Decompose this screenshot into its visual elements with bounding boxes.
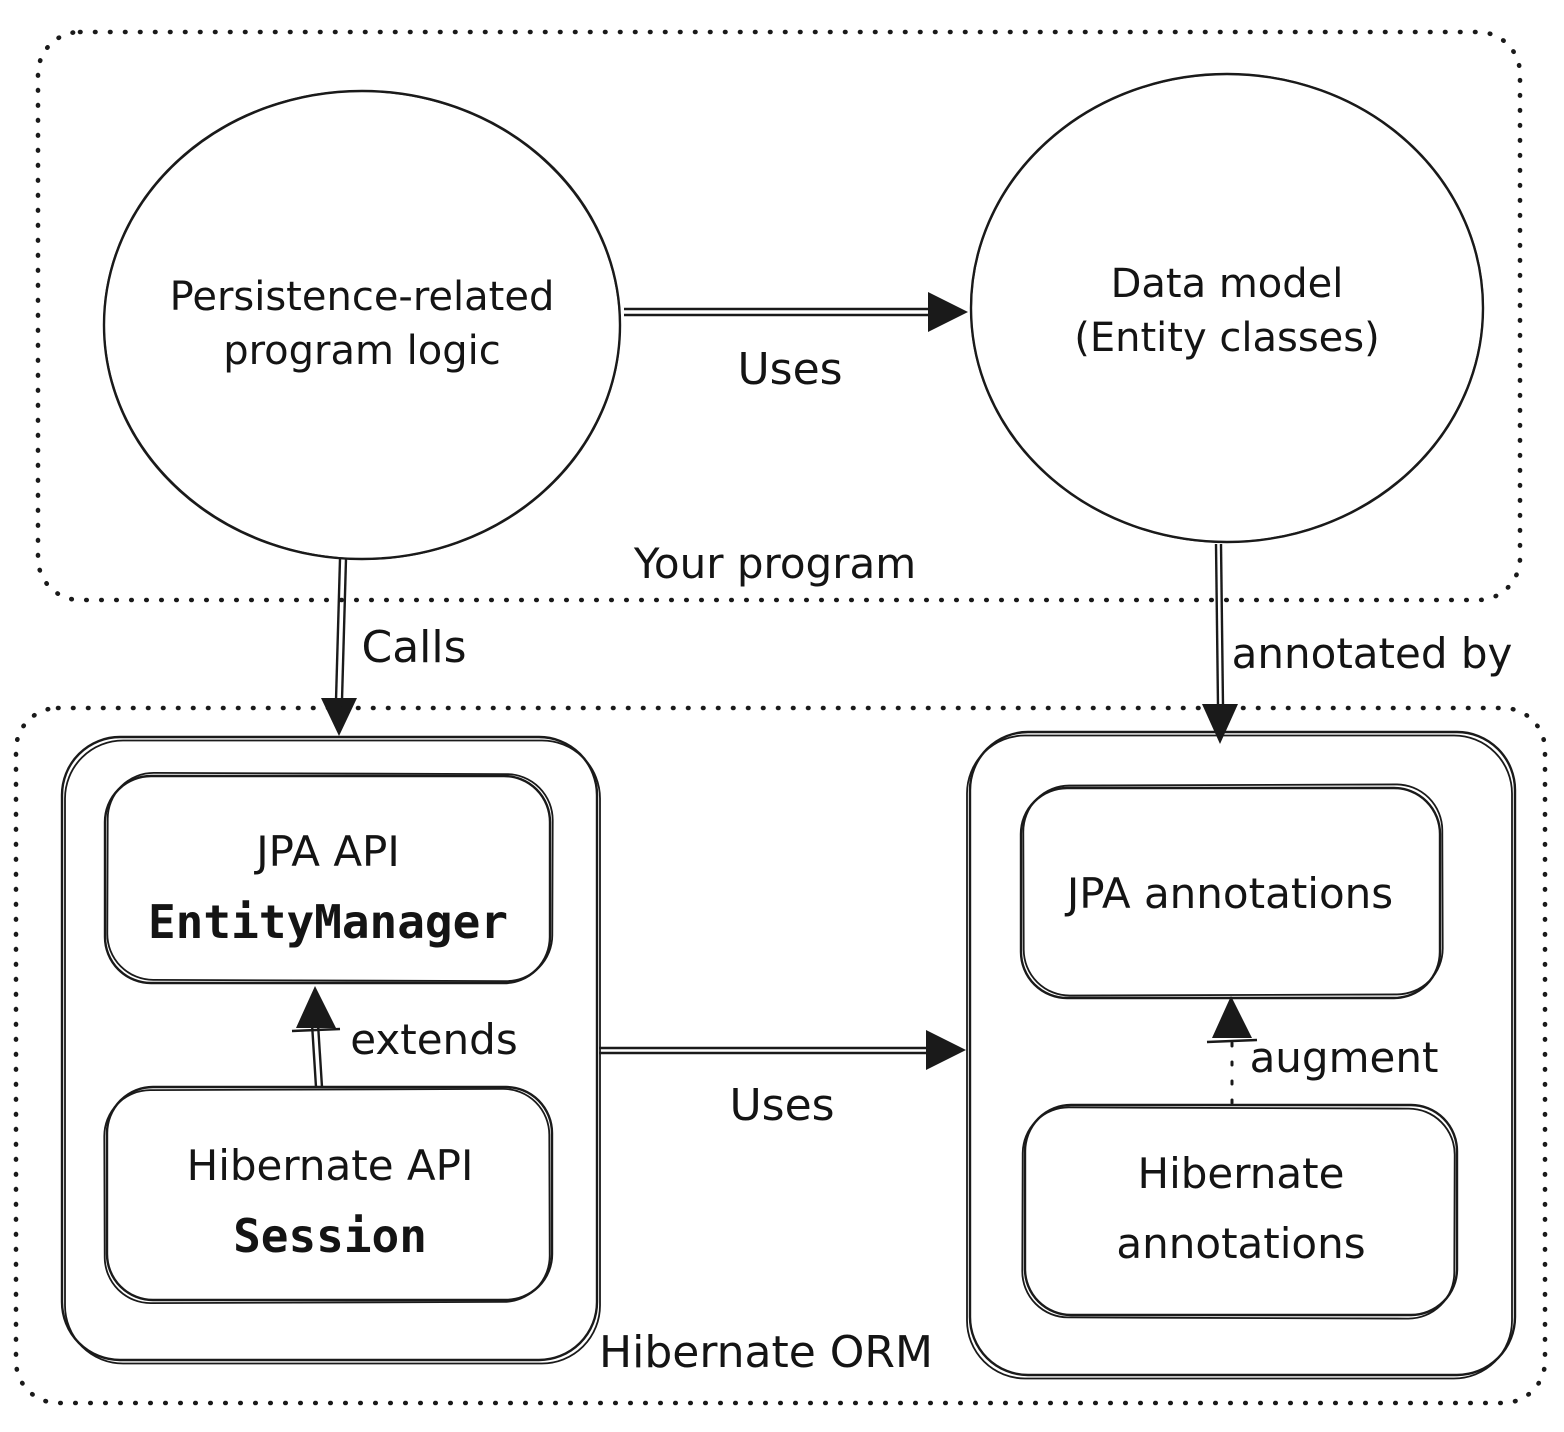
annotated-by-arrow-line2 xyxy=(1219,543,1225,707)
hibernate-annotations-node: Hibernate annotations xyxy=(1021,1103,1459,1320)
calls-label: Calls xyxy=(361,622,466,673)
jpa-annotations-label: JPA annotations xyxy=(1064,869,1393,918)
persistence-logic-circle xyxy=(102,89,622,561)
data-model-label-line2: (Entity classes) xyxy=(1074,315,1379,361)
extends-label: extends xyxy=(350,1015,517,1064)
hibernate-orm-container: Hibernate ORM xyxy=(13,705,1548,1406)
calls-arrow: Calls xyxy=(321,558,467,736)
your-program-container: Your program xyxy=(35,29,1523,603)
your-program-border xyxy=(35,29,1523,603)
uses-bottom-label: Uses xyxy=(729,1080,834,1131)
hibernate-api-box-sketch xyxy=(103,1087,551,1305)
hibernate-api-node: Hibernate API Session xyxy=(103,1085,554,1305)
jpa-api-title: JPA API xyxy=(253,827,400,876)
extends-arrowhead-base xyxy=(291,1027,341,1033)
extends-arrow-line2 xyxy=(316,1023,324,1088)
uses-top-label: Uses xyxy=(737,344,842,395)
uses-top-arrowhead-icon xyxy=(928,292,968,332)
data-model-circle-sketch xyxy=(964,66,1490,550)
extends-arrow: extends xyxy=(291,986,518,1088)
persistence-logic-label-line1: Persistence-related xyxy=(170,274,555,320)
persistence-logic-circle-sketch xyxy=(96,82,628,568)
jpa-api-box xyxy=(103,774,552,985)
data-model-label-line1: Data model xyxy=(1111,261,1344,307)
hibernate-api-class-name: Session xyxy=(233,1209,427,1263)
hibernate-orm-label: Hibernate ORM xyxy=(599,1327,933,1378)
annotations-group: JPA annotations Hibernate annotations au… xyxy=(966,730,1517,1380)
calls-arrow-line1 xyxy=(334,558,342,701)
calls-arrow-line2 xyxy=(340,558,348,701)
hibernate-orm-border xyxy=(13,705,1548,1406)
augment-arrowhead-icon xyxy=(1212,996,1252,1038)
data-model-circle xyxy=(969,72,1485,544)
hibernate-annotations-label-line2: annotations xyxy=(1116,1219,1365,1268)
hibernate-annotations-label-line1: Hibernate xyxy=(1138,1149,1345,1198)
jpa-api-box-sketch xyxy=(106,771,554,983)
calls-arrowhead-icon xyxy=(321,698,357,736)
jpa-hibernate-api-group: JPA API EntityManager Hibernate API Sess… xyxy=(60,735,601,1365)
annotated-by-arrow-line1 xyxy=(1214,543,1220,707)
annotated-by-arrow: annotated by xyxy=(1202,543,1513,744)
augment-arrow: augment xyxy=(1206,996,1439,1105)
hibernate-api-box xyxy=(105,1085,554,1302)
augment-label: augment xyxy=(1250,1033,1439,1082)
annotated-by-arrowhead-icon xyxy=(1202,704,1238,744)
jpa-api-class-name: EntityManager xyxy=(148,895,508,949)
hibernate-annotations-box xyxy=(1023,1103,1459,1317)
extends-arrowhead-icon xyxy=(296,986,336,1028)
your-program-label: Your program xyxy=(633,539,916,588)
uses-bottom-arrowhead-icon xyxy=(926,1030,966,1070)
extends-arrow-line1 xyxy=(310,1023,318,1088)
augment-arrowhead-base xyxy=(1206,1038,1258,1044)
data-model-node: Data model (Entity classes) xyxy=(964,66,1490,550)
uses-bottom-arrow: Uses xyxy=(599,1030,966,1131)
hibernate-api-title: Hibernate API xyxy=(187,1141,474,1190)
hibernate-annotations-box-sketch xyxy=(1021,1106,1456,1320)
jpa-api-node: JPA API EntityManager xyxy=(103,771,554,985)
annotated-by-label: annotated by xyxy=(1232,629,1513,678)
jpa-annotations-node: JPA annotations xyxy=(1019,783,1444,1000)
persistence-logic-label-line2: program logic xyxy=(223,328,501,374)
persistence-logic-node: Persistence-related program logic xyxy=(96,82,628,568)
uses-top-arrow: Uses xyxy=(624,292,968,395)
